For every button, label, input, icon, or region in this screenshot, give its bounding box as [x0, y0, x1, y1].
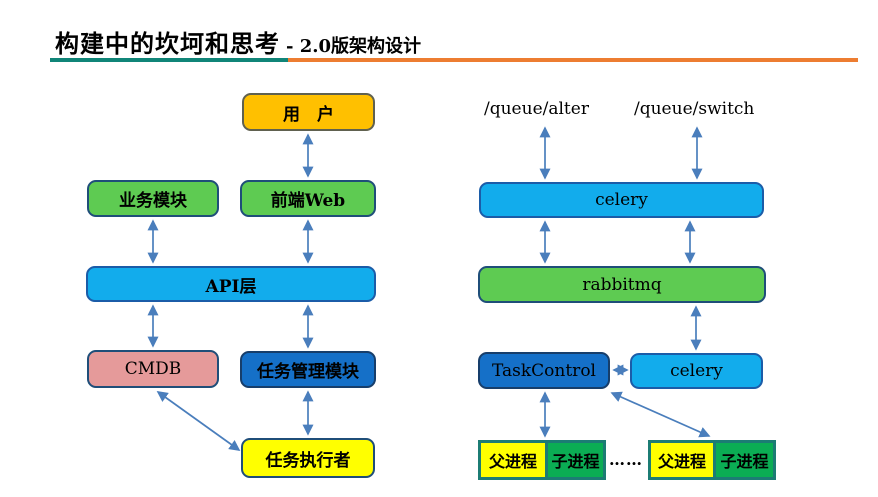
box-task-control: TaskControl — [478, 352, 610, 389]
title-underline-orange — [288, 58, 858, 62]
box-celery-top: celery — [479, 182, 764, 218]
cell-parent-process-1: 父进程 — [478, 440, 545, 480]
title-sub-text: - 2.0版架构设计 — [286, 36, 422, 57]
cell-child-process-2: 子进程 — [713, 440, 776, 480]
queue-alter-label: /queue/alter — [484, 99, 589, 119]
cell-child-process-1: 子进程 — [545, 440, 606, 480]
box-task-executor: 任务执行者 — [241, 438, 375, 478]
box-celery-worker: celery — [630, 353, 763, 389]
box-frontend-web: 前端Web — [240, 180, 376, 217]
box-task-manager: 任务管理模块 — [240, 351, 376, 388]
box-cmdb: CMDB — [87, 350, 219, 388]
box-business-module: 业务模块 — [87, 180, 219, 217]
box-rabbitmq: rabbitmq — [478, 266, 766, 303]
box-user: 用 户 — [242, 93, 375, 131]
ellipsis-label: …… — [609, 450, 643, 469]
box-api-layer: API层 — [86, 266, 376, 302]
page-title: 构建中的坎坷和思考 - 2.0版架构设计 — [55, 24, 421, 59]
title-main-text: 构建中的坎坷和思考 — [55, 29, 280, 58]
queue-switch-label: /queue/switch — [634, 99, 755, 119]
title-underline-teal — [50, 58, 288, 62]
cell-parent-process-2: 父进程 — [648, 440, 713, 480]
